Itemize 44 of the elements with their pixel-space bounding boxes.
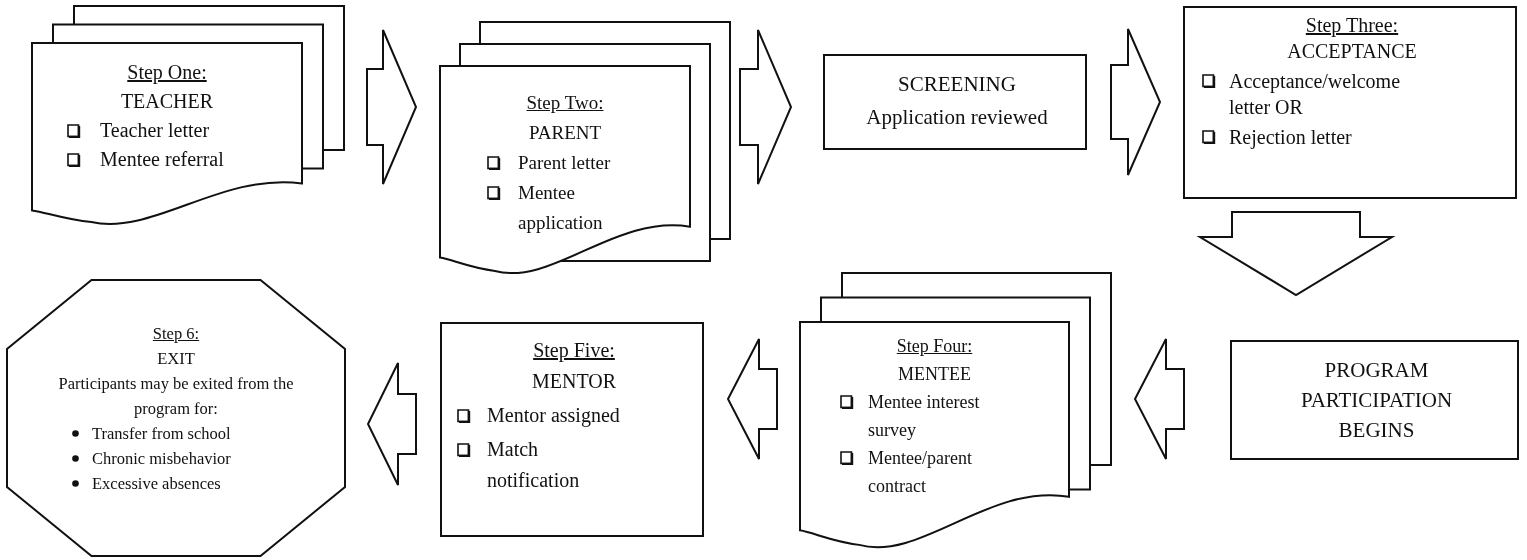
step-title: TEACHER — [120, 89, 214, 114]
bullet-item: Transfer from school — [92, 423, 231, 445]
step-heading: Step 6: — [152, 323, 200, 345]
step-heading: Step Five: — [533, 338, 615, 364]
process-box — [1183, 6, 1517, 199]
step-title: PARENT — [528, 121, 602, 145]
step-heading: Step Two: — [526, 91, 604, 115]
step-heading: Step Four: — [896, 335, 973, 358]
process-box — [440, 322, 704, 537]
document-stack — [800, 273, 1111, 546]
process-box — [823, 54, 1087, 150]
block-arrow — [739, 29, 793, 185]
block-arrow — [366, 362, 417, 486]
block-arrow — [1133, 338, 1185, 460]
checklist-item: Mentee/parent contract — [868, 447, 973, 498]
block-arrow — [1196, 211, 1396, 297]
checklist-item: Teacher letter — [100, 118, 210, 143]
document-stack — [32, 6, 344, 223]
step-title: SCREENING — [898, 71, 1016, 98]
step-title: EXIT — [157, 348, 195, 370]
checklist-item: Parent letter — [518, 151, 611, 175]
description-text: PROGRAM PARTICIPATION BEGINS — [1299, 357, 1454, 444]
octagon-shape — [7, 280, 345, 556]
block-arrow — [1110, 28, 1162, 176]
checklist-item: Mentor assigned — [487, 403, 620, 429]
step-heading: Step One: — [127, 60, 207, 86]
step-heading: Step Three: — [1305, 13, 1399, 38]
checklist-item: Mentee application — [518, 181, 604, 235]
checklist-item: Mentee referral — [100, 147, 224, 172]
step-title: MENTOR — [531, 369, 617, 394]
step-title: ACCEPTANCE — [1287, 39, 1417, 64]
checklist-item: Match notification — [487, 437, 581, 493]
checklist-item: Rejection letter — [1229, 125, 1352, 150]
document-stack — [440, 22, 730, 272]
block-arrow — [366, 29, 418, 185]
description-text: Participants may be exited from the program for: — [57, 373, 295, 420]
step-title: Application reviewed — [866, 104, 1048, 131]
process-box — [1230, 340, 1519, 460]
step-title: MENTEE — [898, 363, 971, 386]
bullet-item: Excessive absences — [92, 473, 221, 495]
bullet-item: Chronic misbehavior — [92, 448, 231, 470]
checklist-item: Mentee interest survey — [868, 391, 981, 442]
block-arrow — [726, 338, 778, 460]
checklist-item: Acceptance/welcome letter OR — [1229, 69, 1401, 120]
